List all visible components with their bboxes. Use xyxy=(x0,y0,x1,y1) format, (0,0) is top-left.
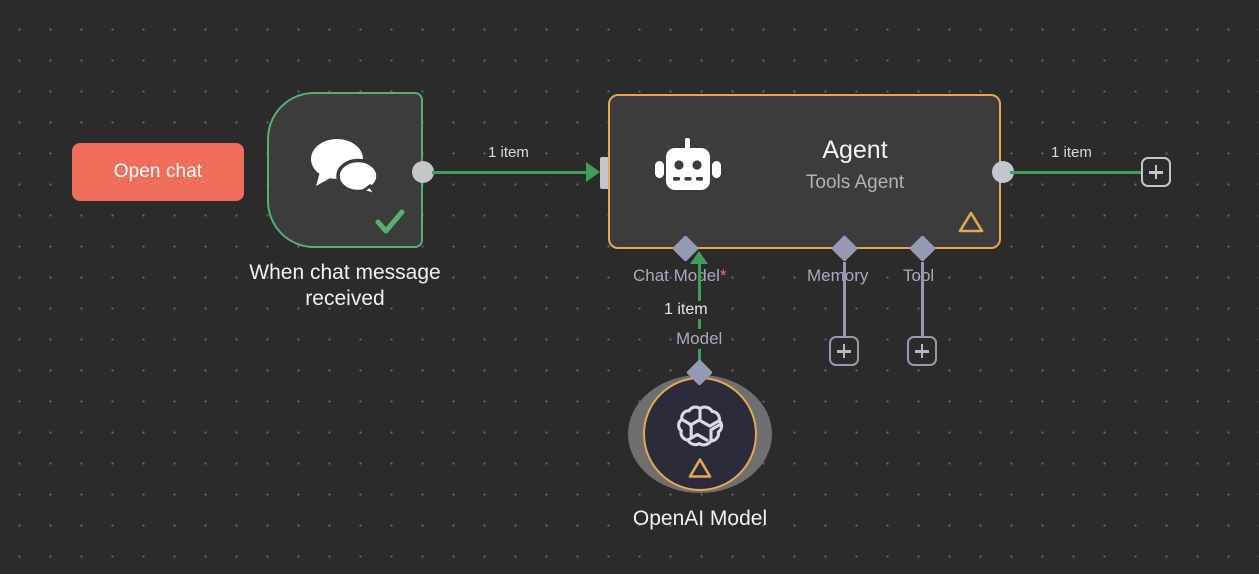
openai-node-inner xyxy=(643,377,757,491)
connection-trigger-to-agent[interactable] xyxy=(432,170,592,174)
connection-agent-to-add[interactable] xyxy=(1010,170,1142,174)
open-chat-button[interactable]: Open chat xyxy=(72,143,244,201)
plus-icon-vertical xyxy=(920,344,924,358)
sub-connector-label-chat-model: Chat Model* xyxy=(633,266,727,286)
node-openai-model[interactable] xyxy=(628,375,772,493)
node-when-chat-message-received[interactable] xyxy=(267,92,423,248)
sub-connector-label-memory: Memory xyxy=(807,266,869,285)
plus-icon-vertical xyxy=(1154,165,1158,179)
add-node-button-output[interactable] xyxy=(1141,157,1171,187)
warning-triangle-icon[interactable] xyxy=(957,209,985,235)
openai-logo-icon xyxy=(677,405,724,447)
connection-label-trigger-to-agent: 1 item xyxy=(488,144,529,161)
add-node-button-memory[interactable] xyxy=(829,336,859,366)
check-icon xyxy=(375,209,405,234)
trigger-output-port[interactable] xyxy=(412,161,434,183)
node-label-when-chat-message-received: When chat message received xyxy=(205,260,485,312)
required-marker: * xyxy=(719,266,727,285)
sub-connector-label-tool: Tool xyxy=(903,266,935,285)
connection-label-model-items: 1 item xyxy=(660,301,712,319)
add-node-button-tool[interactable] xyxy=(907,336,937,366)
connector-stem-memory xyxy=(843,262,846,336)
agent-title: Agent xyxy=(822,136,888,164)
warning-triangle-icon[interactable] xyxy=(687,456,713,480)
connection-openai-to-agent[interactable] xyxy=(698,262,701,377)
trigger-label-line-1: When chat message xyxy=(249,261,441,284)
agent-subtitle: Tools Agent xyxy=(805,172,905,193)
node-label-openai-model: OpenAI Model xyxy=(632,507,768,530)
agent-output-port[interactable] xyxy=(992,161,1014,183)
node-agent[interactable]: Agent Tools Agent xyxy=(608,94,1001,249)
connector-stem-tool xyxy=(921,262,924,336)
trigger-label-line-2: received xyxy=(305,287,385,310)
connection-arrow-icon xyxy=(586,162,600,182)
connection-arrow-up-icon xyxy=(690,251,708,264)
chat-bubbles-icon xyxy=(311,139,380,197)
connection-label-agent-output: 1 item xyxy=(1051,144,1092,161)
chat-model-label-text: Chat Model xyxy=(633,266,720,285)
robot-icon xyxy=(655,138,721,190)
connection-label-model-type: Model xyxy=(672,329,727,349)
plus-icon-vertical xyxy=(842,344,846,358)
